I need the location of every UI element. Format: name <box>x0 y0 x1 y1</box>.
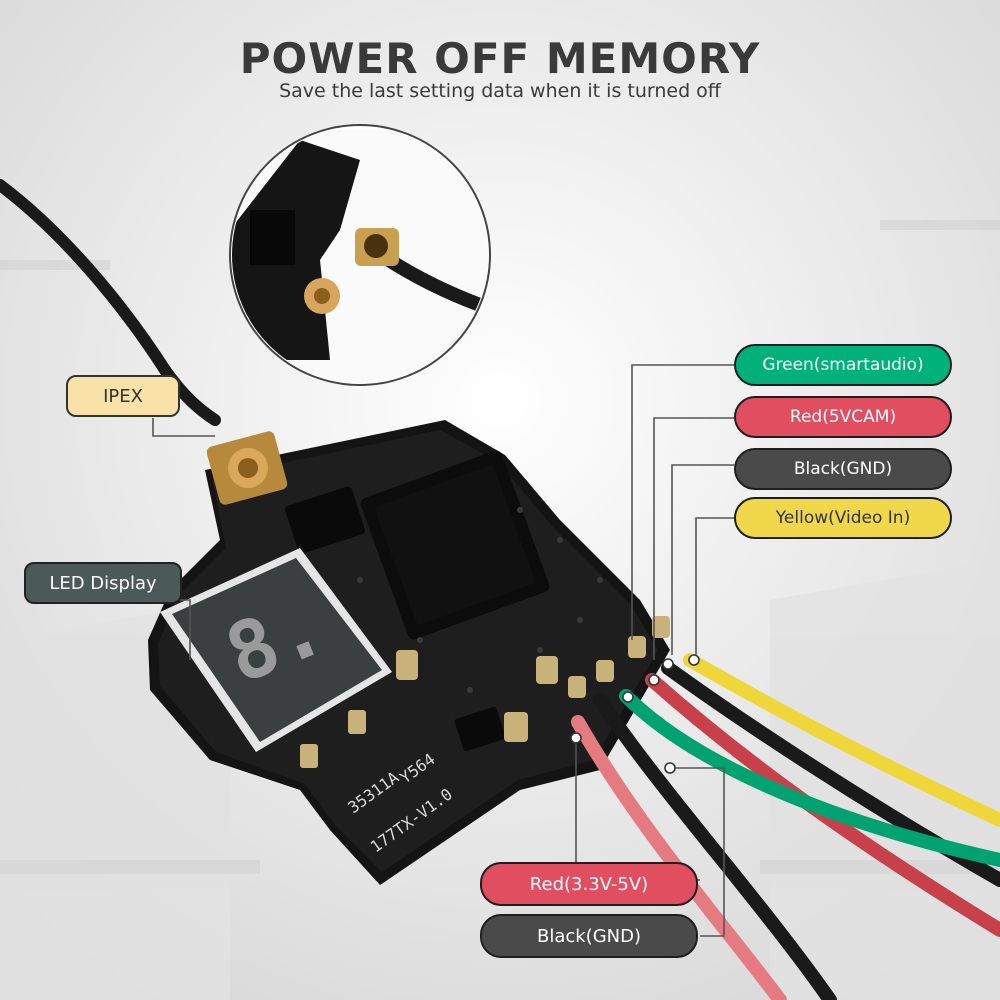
ipex-label: IPEX <box>66 375 180 417</box>
blackgnd-top-leader <box>671 464 734 655</box>
green-smartaudio-label: Green(smartaudio) <box>734 344 952 386</box>
yellow-wire <box>683 653 1000 827</box>
vtx-board <box>148 420 670 885</box>
blackgnd-bottom-leader <box>670 767 725 937</box>
green-leader <box>631 364 734 640</box>
page-title: POWER OFF MEMORY <box>239 34 761 83</box>
red-5vcam-label: Red(5VCAM) <box>734 396 952 438</box>
red-power-label: Red(3.3V-5V) <box>480 862 698 906</box>
led-display-label: LED Display <box>24 562 182 604</box>
red5v-leader <box>653 417 734 660</box>
antenna-cable <box>0 179 221 426</box>
led-display <box>160 548 392 752</box>
ipex-leader <box>152 418 215 437</box>
yellow-video-in-label: Yellow(Video In) <box>734 497 952 539</box>
black-gnd-top-label: Black(GND) <box>734 448 952 490</box>
yellow-leader <box>695 517 734 660</box>
page-subtitle: Save the last setting data when it is tu… <box>279 80 721 102</box>
ipex-closeup-inset <box>229 124 491 386</box>
led-leader <box>180 599 191 660</box>
black-gnd-bottom-label: Black(GND) <box>480 914 698 958</box>
black-wire-bottom <box>593 693 837 1000</box>
green-wire <box>619 689 1000 867</box>
